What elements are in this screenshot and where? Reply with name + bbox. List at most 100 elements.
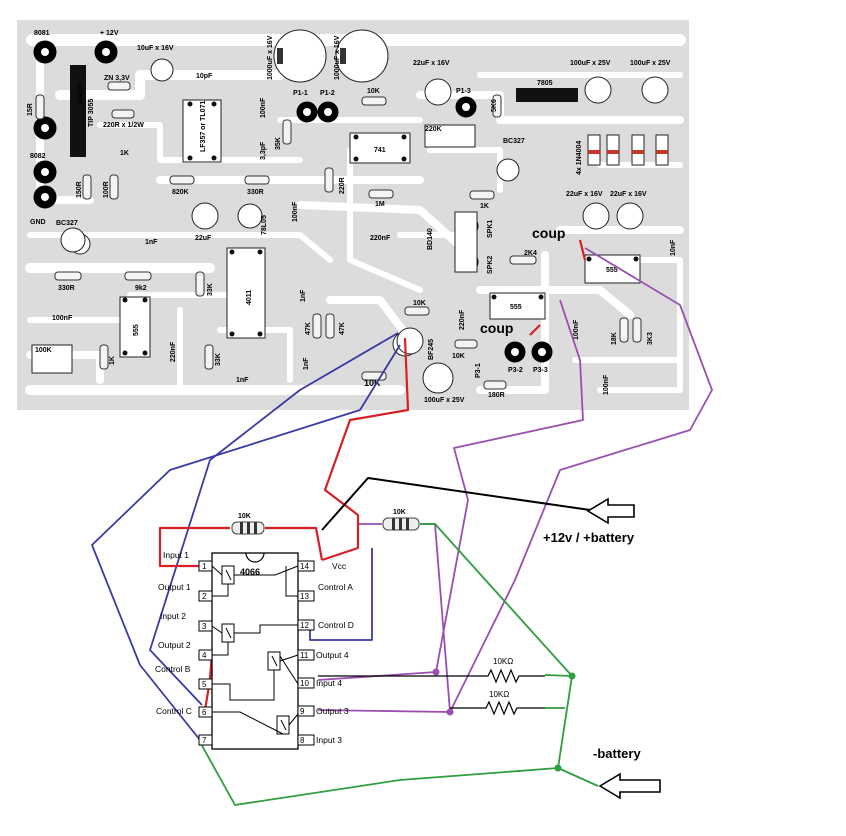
- pin-6-label: Control C: [156, 706, 192, 716]
- label-2k4: 2K4: [524, 250, 537, 257]
- label-555-c: 555: [133, 324, 140, 336]
- label-100r: 100R: [103, 181, 110, 198]
- wire-red-e: [529, 324, 541, 336]
- resistor-10k-b: 10K: [382, 509, 420, 531]
- junction-green-a: [568, 672, 576, 680]
- pin-7-number: 7: [202, 736, 207, 745]
- label-lf357: LF357 or TL071: [200, 101, 207, 152]
- label-47k-a: 47K: [305, 322, 312, 335]
- label-plus12v: + 12V: [100, 30, 119, 37]
- label-9k2: 9k2: [135, 285, 147, 292]
- label-1k-a: 1K: [120, 150, 129, 157]
- label-10uf: 10uF x 16V: [137, 45, 174, 52]
- pcb-board: 8081 + 12V 8082 GND 10uF x 16V ZN 3,3V 2…: [17, 20, 689, 410]
- label-100nf-top: 100nF: [77, 83, 84, 104]
- pin-1-number: 1: [202, 562, 207, 571]
- label-220nf: 220nF: [370, 235, 391, 242]
- pin-6-number: 6: [202, 708, 207, 717]
- label-150r: 150R: [76, 181, 83, 198]
- label-100uf-b: 100uF x 25V: [630, 60, 671, 67]
- label-220k: 220K: [425, 126, 442, 133]
- label-bd140: BD140: [427, 228, 434, 250]
- 7805-body: [516, 88, 578, 102]
- label-bf245: BF245: [428, 339, 435, 360]
- label-zener: ZN 3,3V: [104, 75, 130, 82]
- label-resistor-10kohm-d: 10KΩ: [489, 690, 509, 699]
- pcb-transistors: [60, 211, 478, 355]
- label-100uf-a: 100uF x 25V: [570, 60, 611, 67]
- label-1nf-b: 1nF: [300, 289, 307, 302]
- resistor-10kohm-d: 10KΩ: [450, 690, 545, 716]
- internal-switches: [211, 565, 299, 735]
- wire-red-a: [321, 337, 410, 562]
- label-100nf-d: 100nF: [52, 315, 73, 322]
- label-220r-b: 220R: [339, 177, 346, 194]
- label-33k-b: 33K: [215, 353, 222, 366]
- label-p1-2: P1-2: [320, 90, 335, 97]
- label-820k: 820K: [172, 189, 189, 196]
- pin-4-number: 4: [202, 651, 207, 660]
- wire-blue-b: [91, 344, 401, 741]
- pin-4-label: Output 2: [158, 640, 191, 650]
- label-100k: 100K: [35, 347, 52, 354]
- label-15r: 15R: [27, 103, 34, 116]
- pin-2-number: 2: [202, 592, 207, 601]
- label-220r: 220R x 1/2W: [103, 122, 144, 129]
- pin-12-number: 12: [300, 621, 309, 630]
- label-minus-battery: -battery: [593, 746, 641, 761]
- arrow-minus-battery-icon: [598, 772, 661, 800]
- label-100nf-b: 100nF: [260, 97, 267, 118]
- label-330r-b: 330R: [58, 285, 75, 292]
- pin-11-number: 11: [300, 651, 309, 660]
- label-p3-1: P3-1: [475, 363, 482, 378]
- label-8081: 8081: [34, 30, 50, 37]
- resistor-10k-a: 10K: [231, 513, 265, 535]
- label-220nf-b: 220nF: [459, 309, 466, 330]
- junction-green-b: [554, 764, 562, 772]
- label-47k-b: 47K: [339, 322, 346, 335]
- pin-11-label: Output 4: [316, 650, 349, 660]
- label-tip3055: TIP 3055: [88, 99, 95, 127]
- pin-9-number: 9: [300, 707, 305, 716]
- chip-right-pins: 14 Vcc 13 Control A 12 Control D 11 Outp…: [297, 560, 354, 746]
- label-8082: 8082: [30, 153, 46, 160]
- label-resistor-10kohm-c: 10KΩ: [493, 657, 513, 666]
- label-1m: 1M: [375, 201, 385, 208]
- wire-blue-a: [149, 332, 399, 706]
- label-33k: 33K: [207, 283, 214, 296]
- label-330r: 330R: [247, 189, 264, 196]
- label-3-3pf: 3,3pF: [260, 141, 267, 160]
- label-coup-a: coup: [532, 225, 565, 241]
- label-1k-b: 1K: [480, 203, 489, 210]
- label-35k: 35K: [275, 137, 282, 150]
- label-p3-3: P3-3: [533, 367, 548, 374]
- pcb-labels: 8081 + 12V 8082 GND 10uF x 16V ZN 3,3V 2…: [27, 30, 677, 404]
- battery-minus: -battery: [593, 746, 661, 800]
- chip-4066-notch: [245, 552, 265, 563]
- wire-red-f: [578, 239, 587, 261]
- label-555-a: 555: [606, 267, 618, 274]
- pin-3-label: Input 2: [160, 611, 186, 621]
- wire-green-a: [420, 523, 599, 787]
- label-7805: 7805: [537, 80, 553, 87]
- label-18k: 18K: [611, 332, 618, 345]
- label-10k-a: 10K: [367, 88, 380, 95]
- label-bc327-b: BC327: [56, 220, 78, 227]
- pin-13-number: 13: [300, 592, 309, 601]
- label-plus-battery: +12v / +battery: [543, 530, 635, 545]
- junction-purple-b: [446, 708, 454, 716]
- label-gnd: GND: [30, 219, 46, 226]
- label-resistor-10k-a: 10K: [238, 513, 251, 520]
- resistor-10kohm-c: 10KΩ: [318, 657, 545, 684]
- label-1nf-c: 1nF: [236, 377, 249, 384]
- wire-red-b: [158, 526, 230, 568]
- pin-9-label: Output 3: [316, 706, 349, 716]
- label-resistor-10k-b: 10K: [393, 509, 406, 516]
- label-78l05: 78L05: [261, 215, 268, 235]
- wire-blue-c: [309, 548, 373, 641]
- label-22uf-b: 22uF x 16V: [566, 191, 603, 198]
- pin-1-label: Input 1: [163, 550, 189, 560]
- label-10k-c: 10K: [452, 353, 465, 360]
- label-22uf-c: 22uF x 16V: [610, 191, 647, 198]
